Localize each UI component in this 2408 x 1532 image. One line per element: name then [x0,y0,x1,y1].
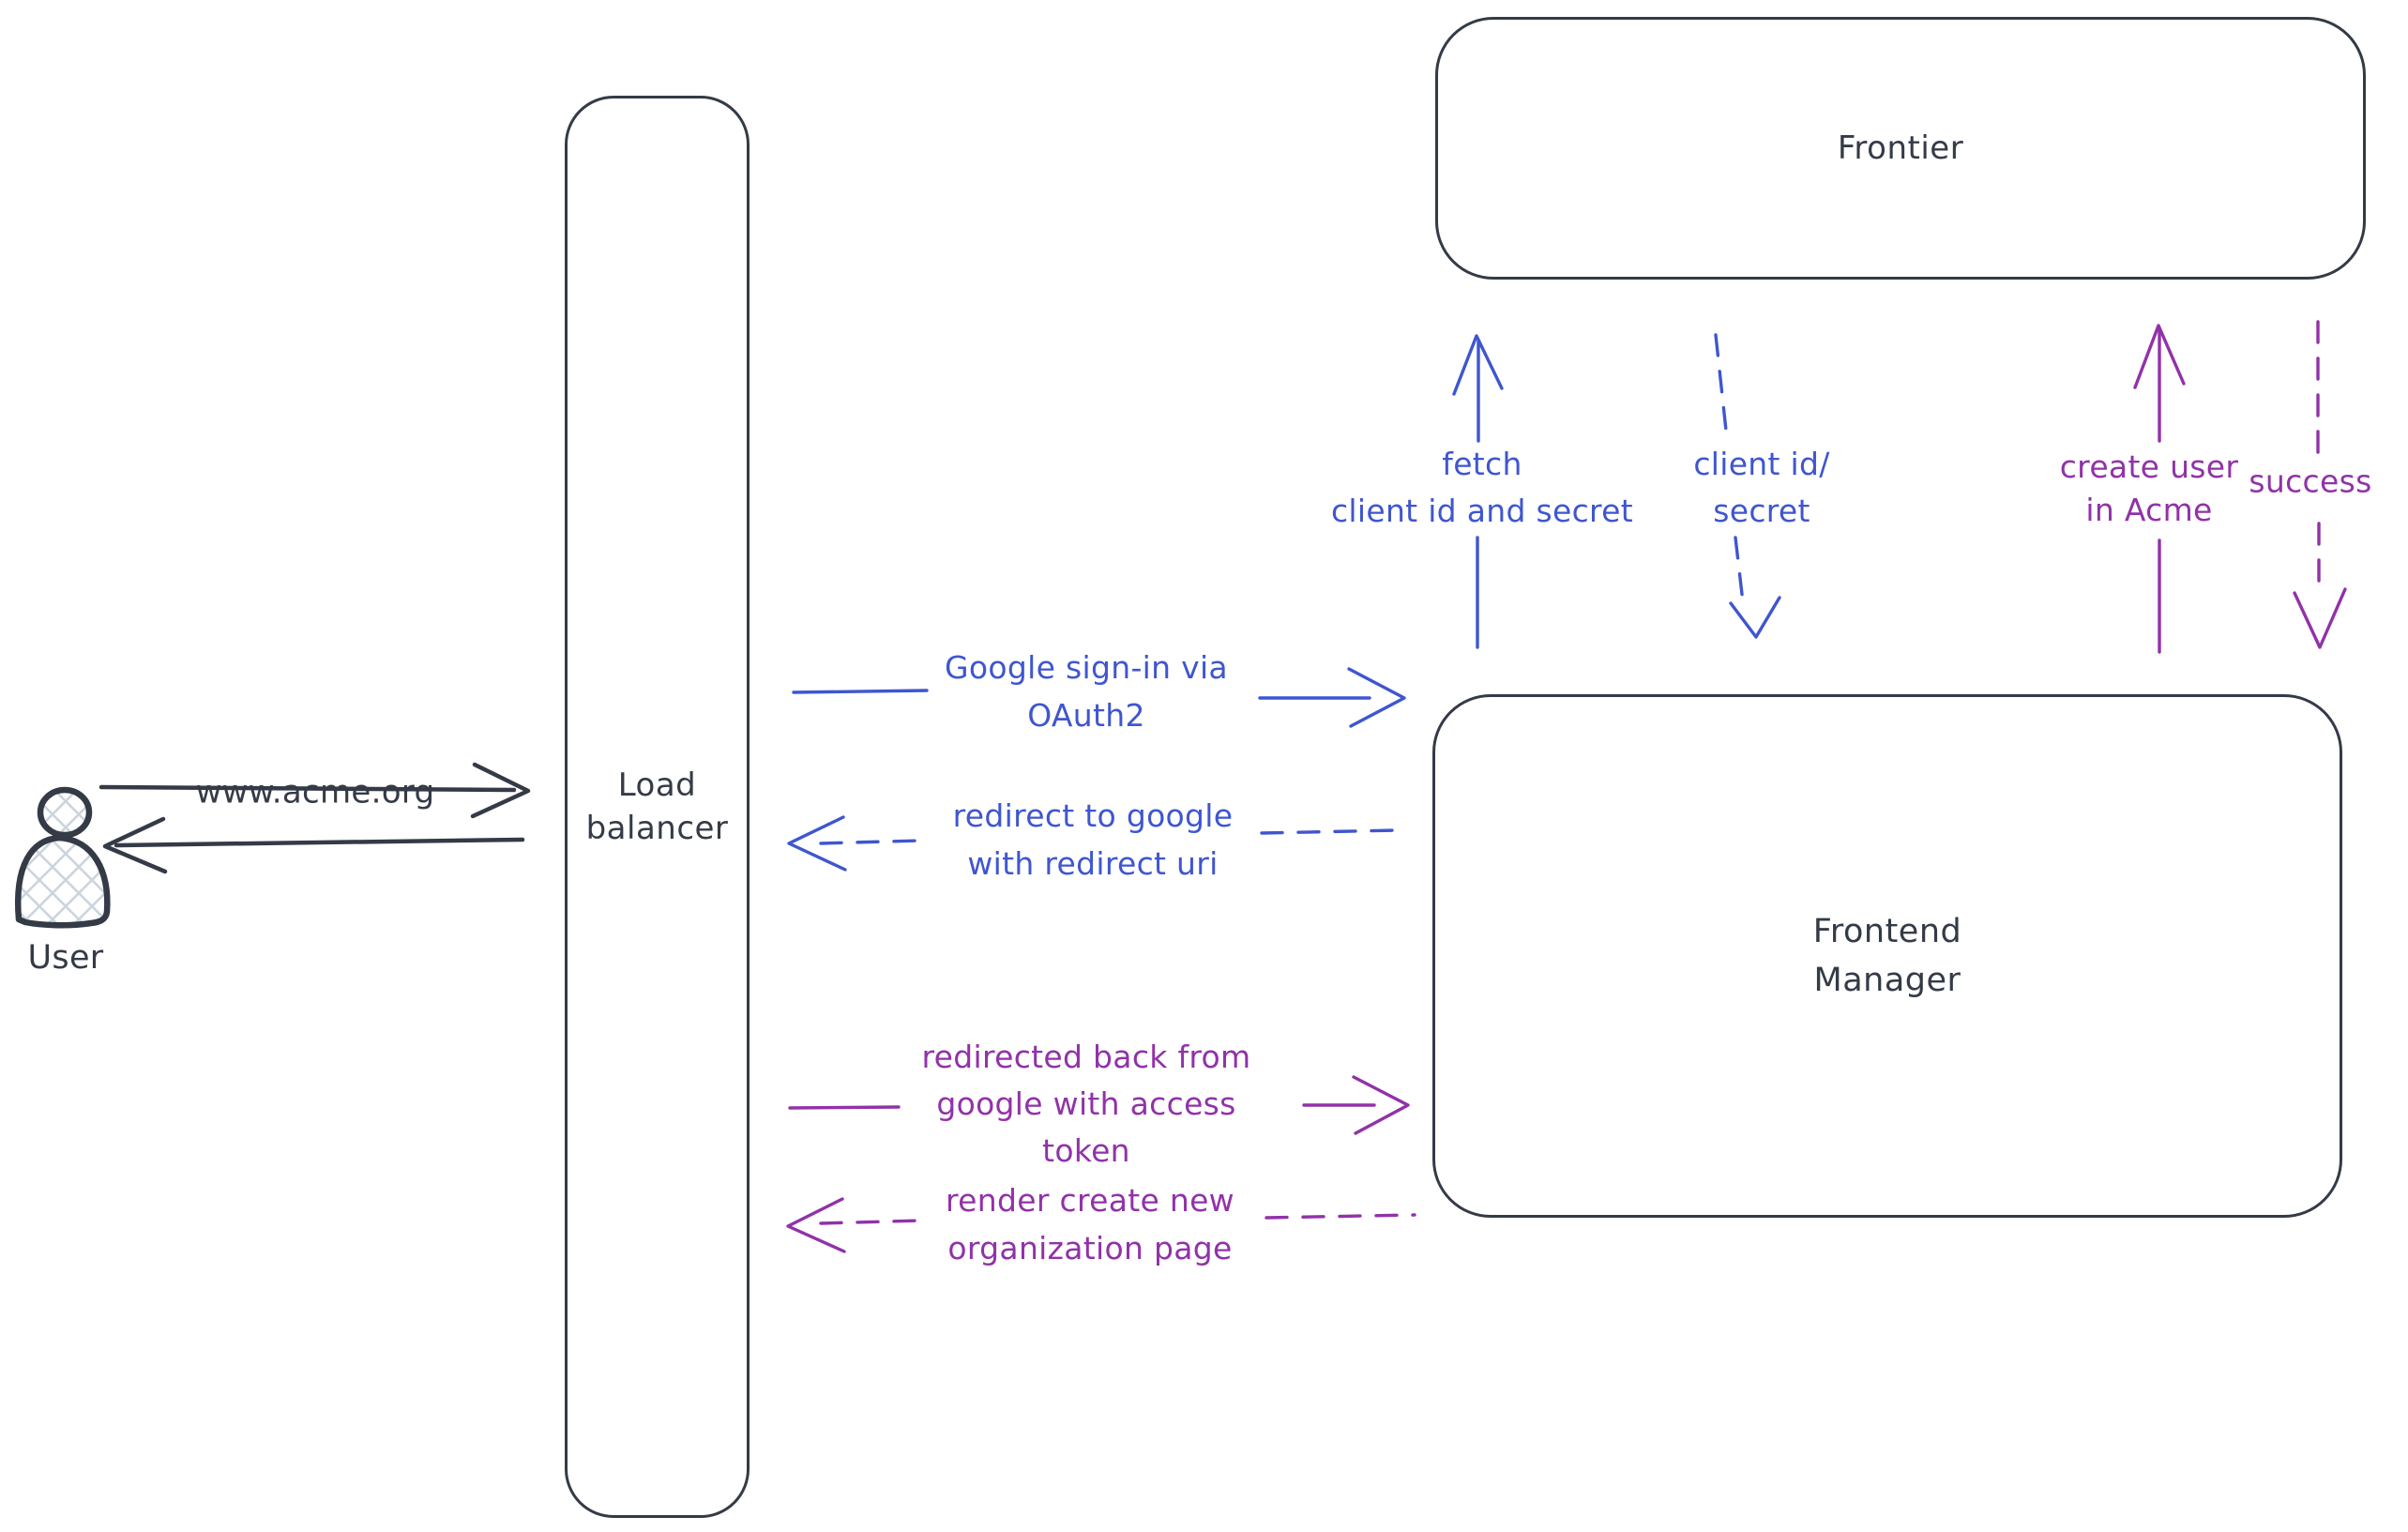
arrowhead-up [1452,334,1504,396]
user-figure [14,786,111,929]
arrow-www-acme [98,762,531,819]
message-www-acme: www.acme.org [195,773,435,812]
message-redirect-to-google: redirect to google with redirect uri [952,796,1234,882]
message-success: success [2249,463,2372,500]
message-fetch-client-secret: fetch client id and secret [1330,445,1634,529]
arrowhead-down [1729,596,1781,639]
message-create-user: create user in Acme [2059,447,2239,528]
message-render-org-page: render create new organization page [946,1181,1234,1267]
user-head [37,786,93,839]
arrow-render-org-page [786,1197,1416,1253]
frontier-label: Frontier [1837,129,1964,167]
arrow-success [2293,320,2347,649]
arrowhead-right [470,762,531,819]
arrowhead-up [2133,324,2186,389]
arrow-client-id-secret [1714,333,1781,639]
user-body [14,834,111,929]
arrowhead-left [787,815,847,872]
arrow-redirected-back [788,1075,1410,1135]
arrow-create-user [2133,324,2186,654]
arrowhead-left [102,816,168,874]
frontier-box: Frontier [1435,17,2366,280]
load-balancer-label: Load balancer [585,766,729,847]
message-client-id-secret: client id/ secret [1693,445,1830,529]
message-google-signin: Google sign-in via OAuth2 [945,648,1228,734]
arrow-lb-to-user [102,816,525,874]
frontend-manager-label: Frontend Manager [1812,912,1962,1000]
arrowhead-right [1347,667,1406,728]
arrow-fetch-client-secret [1452,334,1504,649]
load-balancer-box: Load balancer [565,96,750,1518]
user-label: User [27,938,104,977]
arrowhead-right [1352,1075,1410,1135]
arrowhead-down [2293,587,2347,649]
message-redirected-back: redirected back from google with access … [921,1038,1251,1170]
arrow-google-signin [792,667,1406,728]
frontend-manager-box: Frontend Manager [1432,694,2342,1218]
arrow-redirect-to-google [787,815,1400,872]
arrowhead-left [786,1197,846,1253]
